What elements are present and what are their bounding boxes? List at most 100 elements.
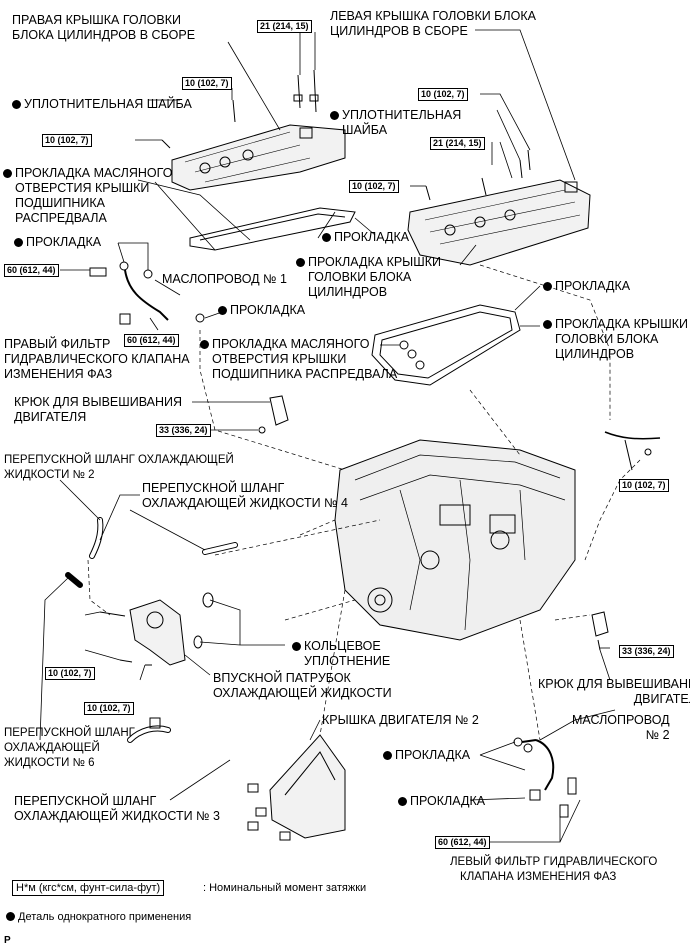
torque-33-b: 33 (336, 24) <box>619 645 674 658</box>
nonreusable-dot-icon <box>6 912 15 921</box>
label-hook-top: КРЮК ДЛЯ ВЫВЕШИВАНИЯ ДВИГАТЕЛЯ <box>14 395 182 425</box>
label-line: ГОЛОВКИ БЛОКА <box>308 270 412 284</box>
label-line: ПОДШИПНИКА РАСПРЕДВАЛА <box>212 367 398 381</box>
label-head-cover-gasket-right: ПРОКЛАДКА КРЫШКИ ГОЛОВКИ БЛОКА ЦИЛИНДРОВ <box>543 317 688 362</box>
label-line: ЖИДКОСТИ № 6 <box>4 757 95 769</box>
label-line: ДВИГАТЕЛЯ <box>14 410 87 424</box>
cover-bolts <box>161 69 531 201</box>
label-gasket-pipe: ПРОКЛАДКА <box>218 303 305 318</box>
label-line: ПРОКЛАДКА <box>26 235 102 249</box>
label-line: КРЮК ДЛЯ ВЫВЕШИВАНИЯ <box>538 677 690 691</box>
label-line: КРЫШКА ДВИГАТЕЛЯ № 2 <box>322 713 479 727</box>
oil-pipe-2 <box>513 737 577 818</box>
label-line: ОХЛАЖДАЮЩЕЙ ЖИДКОСТИ № 4 <box>142 496 348 510</box>
engine-cover-2 <box>247 734 346 841</box>
label-line: ПЕРЕПУСКНОЙ ШЛАНГ <box>142 481 285 495</box>
engine-hook-right <box>591 611 609 651</box>
label-line: КЛАПАНА ИЗМЕНЕНИЯ ФАЗ <box>460 871 617 883</box>
label-line: КРЮК ДЛЯ ВЫВЕШИВАНИЯ <box>14 395 182 409</box>
label-line: ЦИЛИНДРОВ <box>555 347 635 361</box>
label-right-cover: ПРАВАЯ КРЫШКА ГОЛОВКИ БЛОКА ЦИЛИНДРОВ В … <box>12 13 195 43</box>
label-line: БЛОКА ЦИЛИНДРОВ В СБОРЕ <box>12 28 196 42</box>
label-oil-hole-gasket-right: ПРОКЛАДКА МАСЛЯНОГО ОТВЕРСТИЯ КРЫШКИ ПОД… <box>3 166 172 226</box>
label-line: ОТВЕРСТИЯ КРЫШКИ <box>15 181 150 195</box>
legend-nonreusable-text: Деталь однократного применения <box>18 911 192 923</box>
label-gasket-center: ПРОКЛАДКА <box>322 230 409 245</box>
label-line: ПОДШИПНИКА <box>15 196 105 210</box>
right-head-cover-gasket <box>189 207 356 251</box>
label-line: ШАЙБА <box>342 123 388 137</box>
nonreusable-dot-icon <box>12 100 21 109</box>
label-line: ОХЛАЖДАЮЩЕЙ ЖИДКОСТИ № 3 <box>14 809 220 823</box>
label-hook-right: КРЮК ДЛЯ ВЫВЕШИВАНИЯ ДВИГАТЕЛЯ <box>538 677 690 707</box>
label-oil-hole-gasket-center: ПРОКЛАДКА МАСЛЯНОГО ОТВЕРСТИЯ КРЫШКИ ПОД… <box>200 337 397 382</box>
label-line: ВПУСКНОЙ ПАТРУБОК <box>213 671 351 685</box>
label-line: МАСЛОПРОВОД № 1 <box>162 272 287 286</box>
label-gasket-top-left: ПРОКЛАДКА <box>14 235 101 250</box>
torque-21-b: 21 (214, 15) <box>430 137 485 150</box>
label-bypass-hose-4: ПЕРЕПУСКНОЙ ШЛАНГ ОХЛАЖДАЮЩЕЙ ЖИДКОСТИ №… <box>142 481 348 511</box>
label-bypass-hose-3: ПЕРЕПУСКНОЙ ШЛАНГ ОХЛАЖДАЮЩЕЙ ЖИДКОСТИ №… <box>14 794 220 824</box>
bypass-hoses <box>65 517 238 743</box>
leader-lines <box>39 29 616 843</box>
label-line: № 2 <box>645 728 670 742</box>
label-head-cover-gasket-center: ПРОКЛАДКА КРЫШКИ ГОЛОВКИ БЛОКА ЦИЛИНДРОВ <box>296 255 441 300</box>
label-line: ГОЛОВКИ БЛОКА <box>555 332 659 346</box>
nonreusable-dot-icon <box>200 340 209 349</box>
label-line: ЦИЛИНДРОВ В СБОРЕ <box>330 24 468 38</box>
label-o-ring: КОЛЬЦЕВОЕ УПЛОТНЕНИЕ <box>292 639 390 669</box>
label-line: ПРОКЛАДКА <box>230 303 306 317</box>
label-line: ПРОКЛАДКА <box>334 230 410 244</box>
torque-10-c: 10 (102, 7) <box>418 88 468 101</box>
nonreusable-dot-icon <box>218 306 227 315</box>
label-line: ПРАВЫЙ ФИЛЬТР <box>4 337 111 351</box>
label-line: УПЛОТНЕНИЕ <box>304 654 391 668</box>
torque-60-b: 60 (612, 44) <box>124 334 179 347</box>
right-cylinder-head-cover <box>171 124 346 191</box>
label-line: ПРОКЛАДКА КРЫШКИ <box>308 255 441 269</box>
label-line: ДВИГАТЕЛЯ <box>633 692 690 706</box>
label-line: ПРАВАЯ КРЫШКА ГОЛОВКИ <box>12 13 181 27</box>
torque-60-c: 60 (612, 44) <box>435 836 490 849</box>
label-line: МАСЛОПРОВОД <box>572 713 670 727</box>
label-seal-washer-left: УПЛОТНИТЕЛЬНАЯ ШАЙБА <box>330 108 461 138</box>
label-line: УПЛОТНИТЕЛЬНАЯ <box>342 108 462 122</box>
label-line: ОХЛАЖДАЮЩЕЙ <box>4 742 100 754</box>
nonreusable-dot-icon <box>330 111 339 120</box>
label-line: ГИДРАВЛИЧЕСКОГО КЛАПАНА <box>4 352 190 366</box>
label-bypass-hose-2: ПЕРЕПУСКНОЙ ШЛАНГ ОХЛАЖДАЮЩЕЙ ЖИДКОСТИ №… <box>4 453 234 483</box>
engine-block <box>334 439 576 641</box>
label-line: ОТВЕРСТИЯ КРЫШКИ <box>212 352 347 366</box>
label-line: ИЗМЕНЕНИЯ ФАЗ <box>4 367 113 381</box>
label-oil-pipe-2: МАСЛОПРОВОД № 2 <box>572 713 670 743</box>
label-line: ОХЛАЖДАЮЩЕЙ ЖИДКОСТИ <box>213 686 392 700</box>
label-left-cover: ЛЕВАЯ КРЫШКА ГОЛОВКИ БЛОКА ЦИЛИНДРОВ В С… <box>330 9 536 39</box>
wire-harness <box>604 431 661 471</box>
torque-21-a: 21 (214, 15) <box>257 20 312 33</box>
label-line: ПРОКЛАДКА КРЫШКИ <box>555 317 688 331</box>
nonreusable-dot-icon <box>3 169 12 178</box>
nonreusable-dot-icon <box>398 797 407 806</box>
label-line: ПРОКЛАДКА МАСЛЯНОГО <box>15 166 173 180</box>
engine-hook-top <box>258 395 289 434</box>
label-line: ЛЕВЫЙ ФИЛЬТР ГИДРАВЛИЧЕСКОГО <box>450 856 658 868</box>
label-bypass-hose-6: ПЕРЕПУСКНОЙ ШЛАНГ ОХЛАЖДАЮЩЕЙ ЖИДКОСТИ №… <box>4 726 135 771</box>
legend-nonreusable: Деталь однократного применения <box>6 910 191 924</box>
torque-10-b: 10 (102, 7) <box>42 134 92 147</box>
label-line: ПЕРЕПУСКНОЙ ШЛАНГ ОХЛАЖДАЮЩЕЙ <box>4 454 234 466</box>
torque-60-a: 60 (612, 44) <box>4 264 59 277</box>
label-seal-washer-right: УПЛОТНИТЕЛЬНАЯ ШАЙБА <box>12 97 192 112</box>
legend-torque-unit-text: : Номинальный момент затяжки <box>203 882 367 894</box>
label-oil-pipe-1: МАСЛОПРОВОД № 1 <box>162 272 287 287</box>
legend-torque-unit-box: Н*м (кгс*см, фунт-сила-фут) <box>12 880 165 896</box>
torque-10-a: 10 (102, 7) <box>182 77 232 90</box>
label-gasket-bottom-1: ПРОКЛАДКА <box>383 748 470 763</box>
label-gasket-right: ПРОКЛАДКА <box>543 279 630 294</box>
label-water-inlet: ВПУСКНОЙ ПАТРУБОК ОХЛАЖДАЮЩЕЙ ЖИДКОСТИ <box>213 671 392 701</box>
left-cylinder-head-cover <box>407 179 591 266</box>
nonreusable-dot-icon <box>543 282 552 291</box>
torque-10-d: 10 (102, 7) <box>349 180 399 193</box>
label-left-filter: ЛЕВЫЙ ФИЛЬТР ГИДРАВЛИЧЕСКОГО КЛАПАНА ИЗМ… <box>450 855 657 885</box>
page-mark: P <box>4 935 11 946</box>
torque-10-g: 10 (102, 7) <box>84 702 134 715</box>
